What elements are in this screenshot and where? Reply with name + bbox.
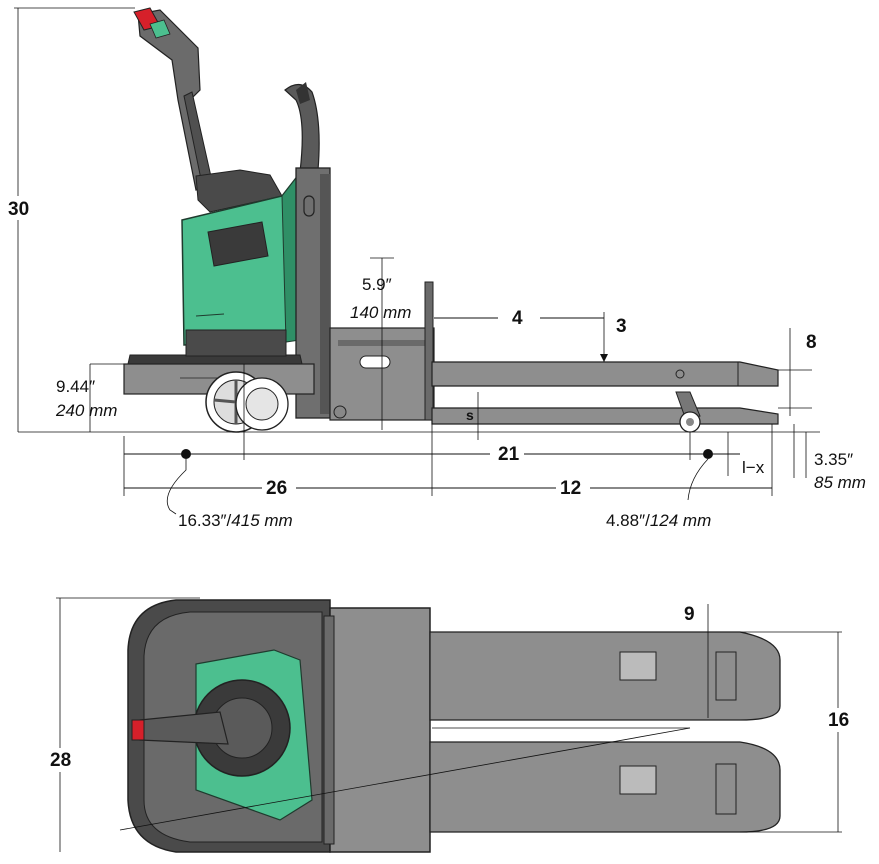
dim-26-label: 26 xyxy=(266,478,287,499)
dim-s-label: s xyxy=(466,407,474,423)
height-30-label: 30 xyxy=(8,199,29,220)
lowered-height-label: 3.35″ xyxy=(814,450,853,469)
dim-4-label: 4 xyxy=(512,308,523,329)
forks-lowered xyxy=(431,391,779,433)
load-offset-leader xyxy=(687,458,709,501)
top-view: 28 9 16 xyxy=(48,597,852,853)
drive-offset-mm: 415 mm xyxy=(231,511,292,530)
lowered-height-mm-label: 85 mm xyxy=(814,473,866,492)
dim-12-label: 12 xyxy=(560,478,581,499)
load-backrest xyxy=(424,281,434,421)
load-offset-mm: 124 mm xyxy=(650,511,711,530)
drive-offset-dot xyxy=(181,449,191,459)
top-tiller-red xyxy=(131,719,145,741)
fork-height-label: 9.44″ xyxy=(56,377,95,396)
drive-offset-inch: 16.33″/ xyxy=(178,511,232,530)
lift-height-mm-label: 140 mm xyxy=(350,303,411,322)
operator-backrest xyxy=(284,82,320,173)
dim-3-label: 3 xyxy=(616,316,627,337)
load-offset-label: 4.88″/124 mm xyxy=(606,511,711,530)
top-mast-block xyxy=(329,607,431,853)
dim-8-label: 8 xyxy=(806,332,817,353)
dim-21-label: 21 xyxy=(498,444,520,465)
tiller-handle xyxy=(133,7,215,195)
load-offset-inch: 4.88″/ xyxy=(606,511,650,530)
side-view: 30 xyxy=(8,7,866,530)
height-label-bg xyxy=(8,196,30,220)
drive-offset-leader xyxy=(166,459,187,515)
drive-wheels xyxy=(205,371,289,433)
drive-offset-label: 16.33″/415 mm xyxy=(178,511,293,530)
dim-9-label: 9 xyxy=(684,604,695,625)
top-diagonal xyxy=(119,727,691,831)
dim-16-label: 16 xyxy=(828,710,849,731)
lift-height-label: 5.9″ xyxy=(362,275,392,294)
width-28-label: 28 xyxy=(50,750,71,771)
display-panel xyxy=(207,221,269,267)
load-offset-dot xyxy=(703,449,713,459)
top-fork-upper xyxy=(429,631,781,721)
width-label-bg xyxy=(48,748,74,772)
dim-16-bg xyxy=(826,708,852,732)
top-fork-lower xyxy=(429,741,781,833)
dim-lx-label: l−x xyxy=(742,458,765,477)
fork-height-mm-label: 240 mm xyxy=(55,401,117,420)
forks-raised xyxy=(431,361,779,387)
